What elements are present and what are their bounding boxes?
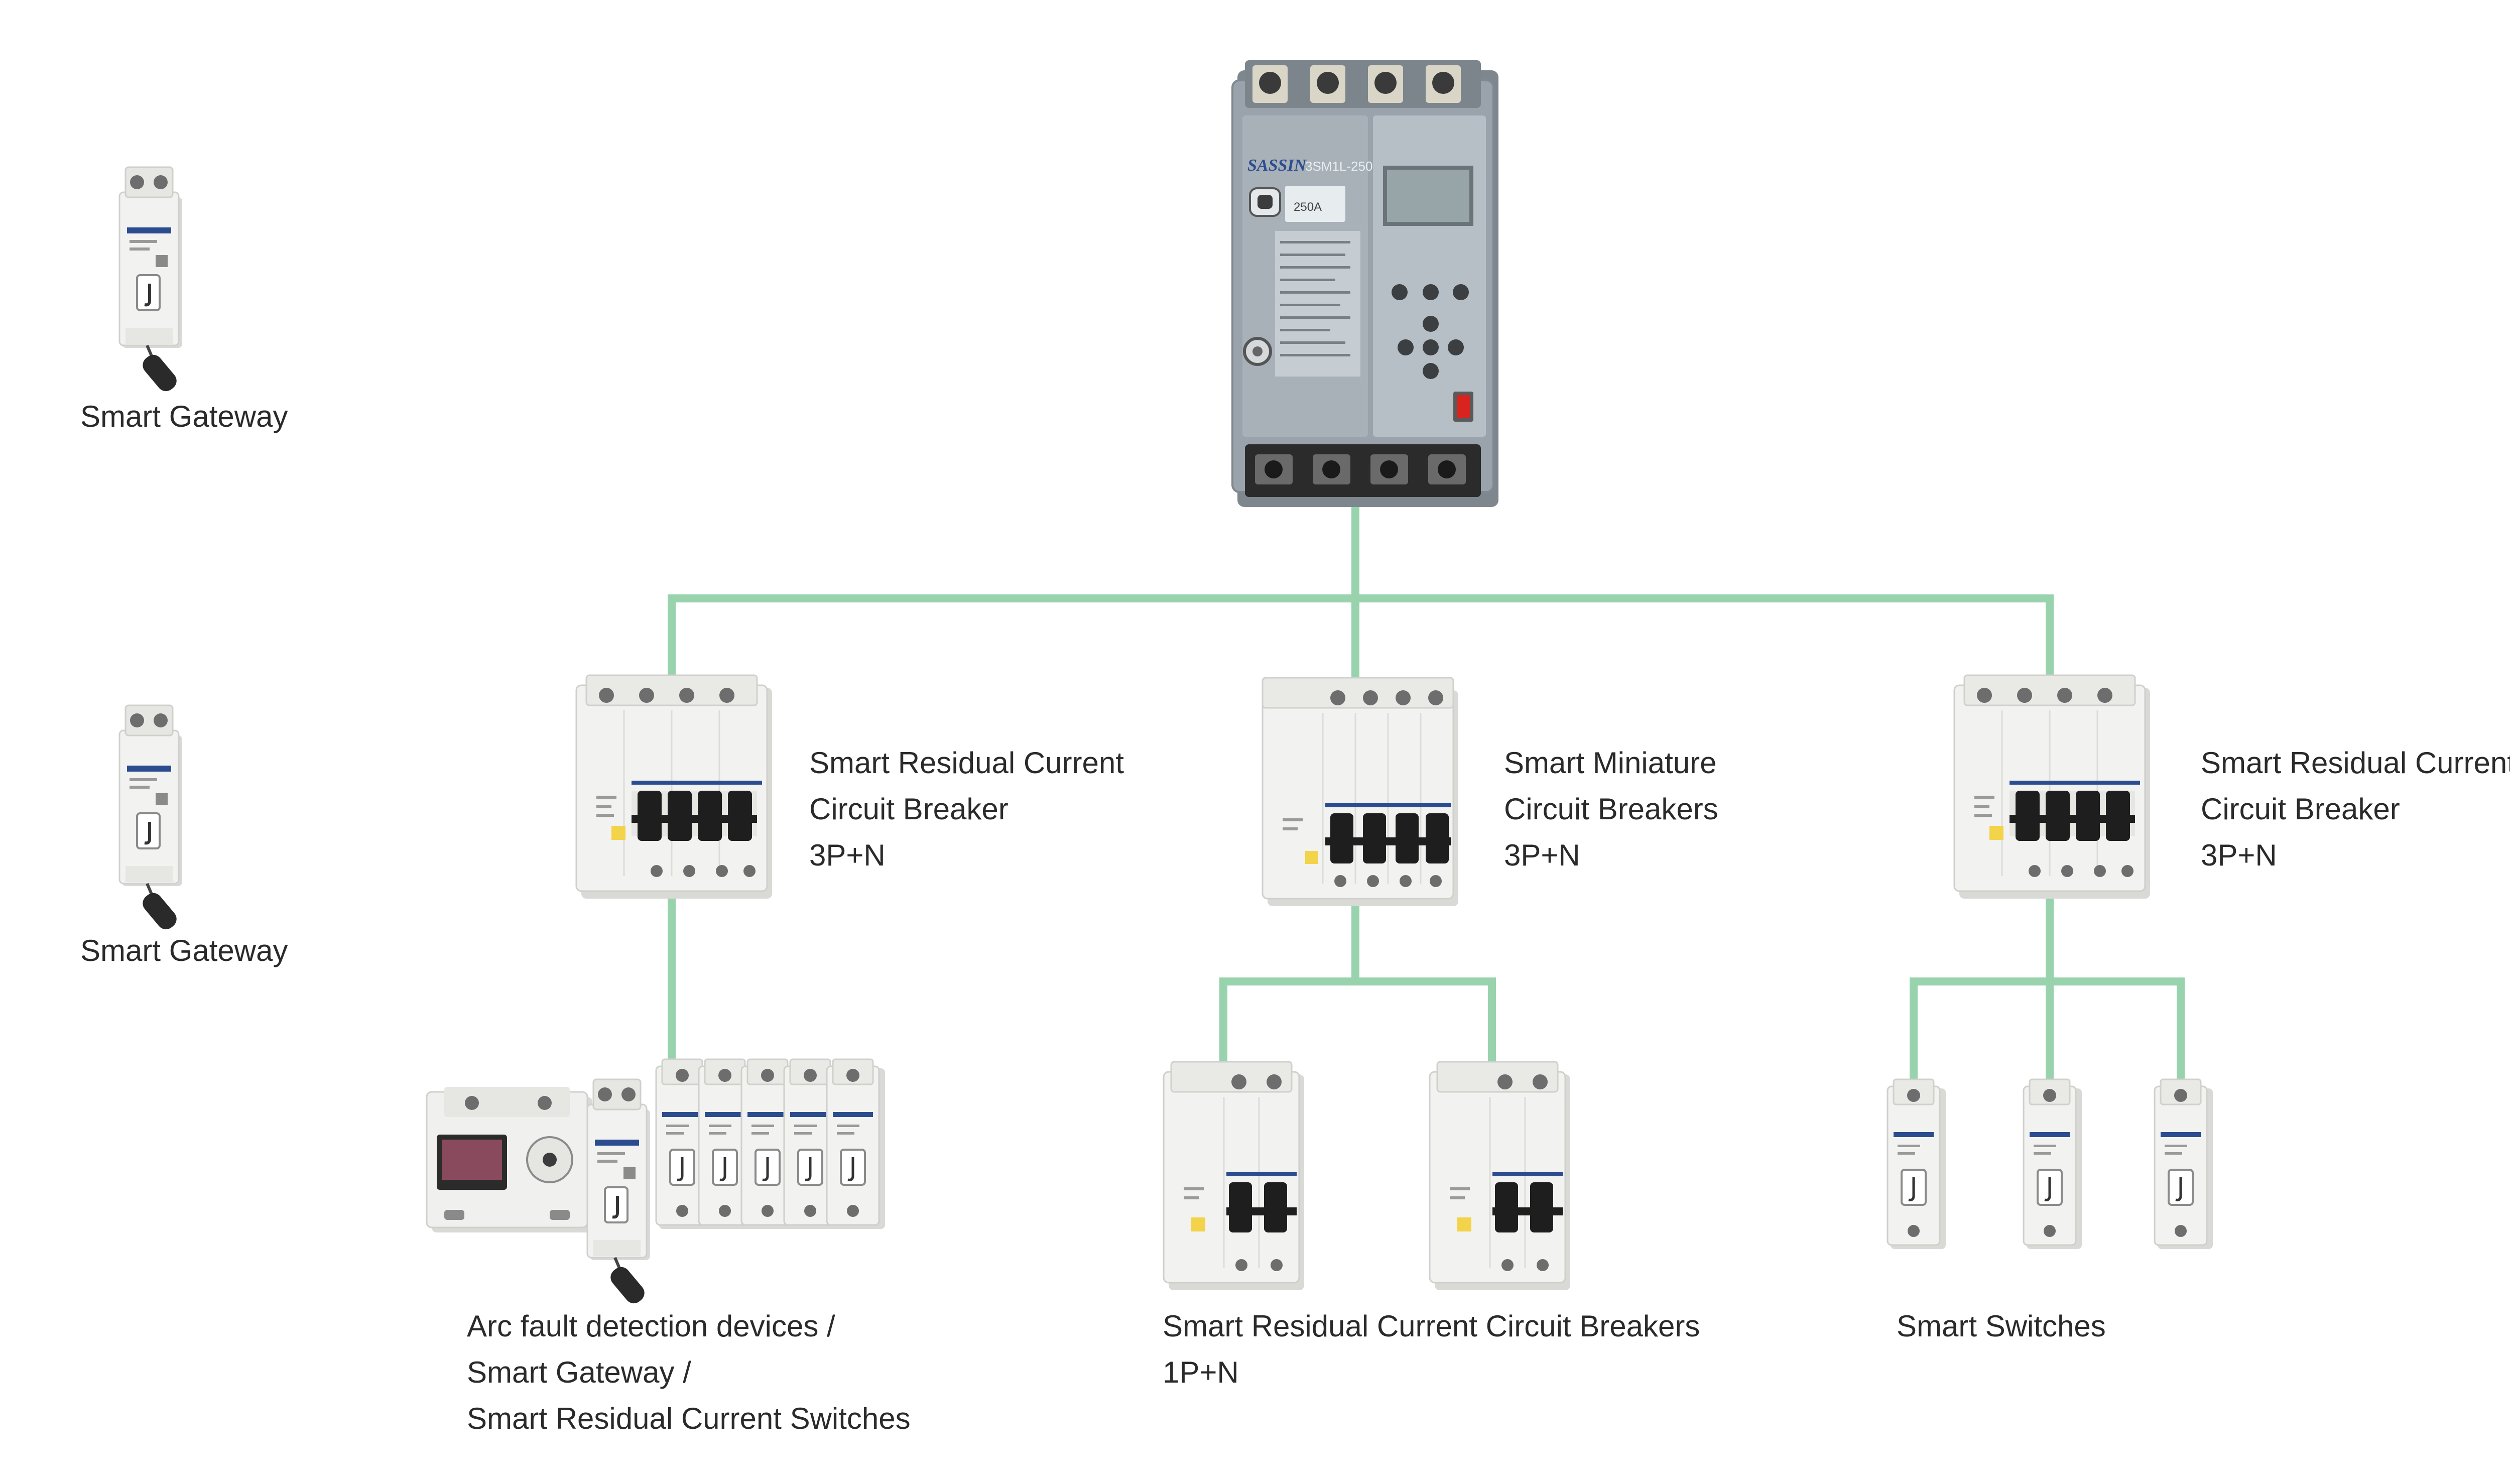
label-line: Smart Gateway: [80, 400, 288, 433]
label-line: Circuit Breaker: [2201, 792, 2400, 826]
mccb-brand: SASSIN: [1247, 156, 1307, 175]
label-line: 3P+N: [2201, 838, 2277, 872]
label-line: Smart Residual Current: [809, 746, 1124, 780]
smart-switch-icon: [2155, 1079, 2213, 1249]
rccb-1p-icon: [1163, 1061, 1305, 1291]
smart-switch-icon: [2024, 1079, 2082, 1249]
label-rccb-left: Smart Residual Current Circuit Breaker 3…: [809, 740, 1124, 879]
rccb-1p-icon: [1429, 1061, 1571, 1291]
label-gateway-mid: Smart Gateway: [80, 928, 288, 974]
label-line: Smart Gateway: [80, 934, 288, 967]
rccb-3p-icon: [575, 674, 773, 900]
mccb-icon: SASSIN 3SM1L-250Y 250A: [1231, 60, 1498, 507]
label-line: Smart Residual Current: [2201, 746, 2510, 780]
smart-gateway-icon: [119, 167, 182, 395]
label-line: Circuit Breaker: [809, 792, 1009, 826]
smart-gateway-icon: [119, 705, 182, 933]
label-line: Smart Miniature: [1504, 746, 1717, 780]
connector-lines: [668, 493, 2185, 1083]
label-line: Circuit Breakers: [1504, 792, 1718, 826]
label-gateway-top: Smart Gateway: [80, 394, 288, 440]
rccb-3p-icon: [1953, 674, 2151, 900]
label-rccb-1p-group: Smart Residual Current Circuit Breakers …: [1163, 1303, 1700, 1396]
label-line: 1P+N: [1163, 1355, 1239, 1389]
label-rccb-right: Smart Residual Current Circuit Breaker 3…: [2201, 740, 2510, 879]
mcb-3p-icon: [1262, 677, 1459, 907]
smart-gateway-icon: [587, 1079, 650, 1307]
smart-switch-icon: [1888, 1079, 1946, 1249]
mccb-model: 3SM1L-250Y: [1305, 159, 1382, 174]
label-line: Smart Gateway /: [467, 1355, 691, 1389]
label-line: Arc fault detection devices /: [467, 1309, 835, 1343]
label-afdd-group: Arc fault detection devices / Smart Gate…: [467, 1303, 911, 1442]
label-switch-group: Smart Switches: [1897, 1303, 2106, 1349]
label-line: Smart Switches: [1897, 1309, 2106, 1343]
label-line: Smart Residual Current Switches: [467, 1402, 911, 1435]
label-line: 3P+N: [809, 838, 886, 872]
smart-switch-icon: [827, 1059, 885, 1229]
label-mcb-center: Smart Miniature Circuit Breakers 3P+N: [1504, 740, 1718, 879]
mccb-rating: 250A: [1294, 200, 1322, 214]
label-line: Smart Residual Current Circuit Breakers: [1163, 1309, 1700, 1343]
afdd-display-icon: [426, 1087, 592, 1232]
label-line: 3P+N: [1504, 838, 1580, 872]
